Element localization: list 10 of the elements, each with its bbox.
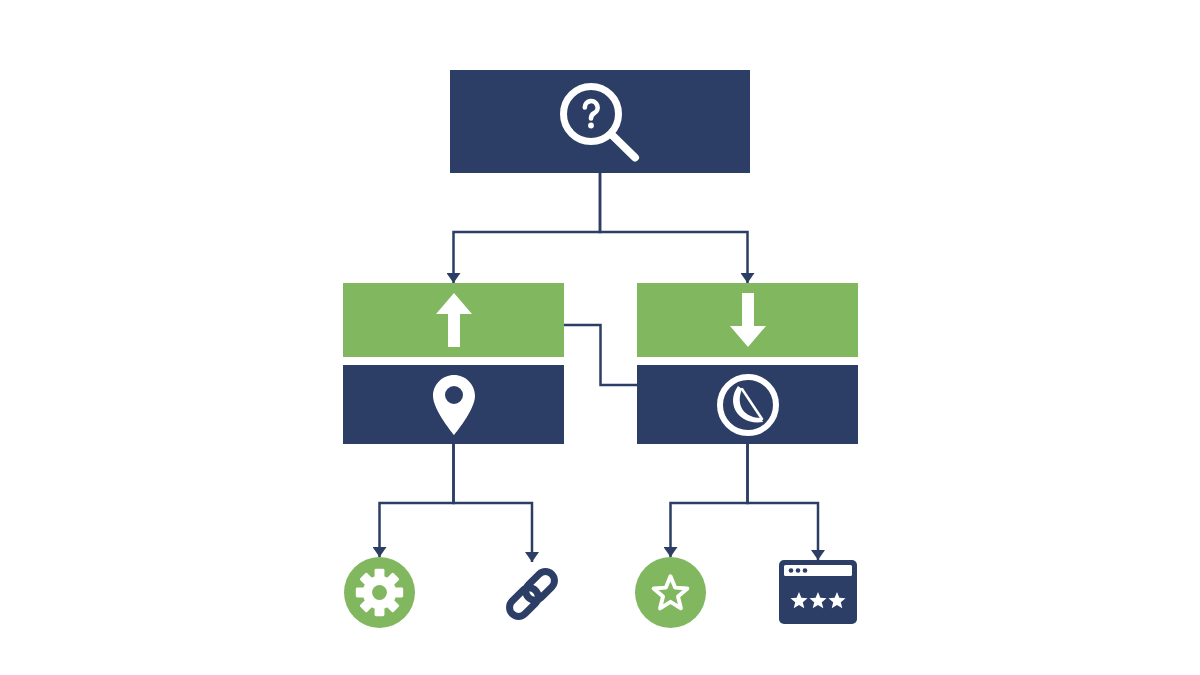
connector-arrow bbox=[746, 444, 825, 560]
browser-window-icon bbox=[779, 560, 857, 624]
process-box bbox=[343, 365, 564, 444]
process-box bbox=[637, 365, 858, 444]
process-box bbox=[637, 283, 858, 357]
connector-arrow bbox=[452, 444, 539, 562]
process-box bbox=[450, 70, 750, 173]
connector-arrow bbox=[598, 173, 755, 283]
process-box bbox=[343, 283, 564, 357]
connector-line bbox=[564, 323, 637, 387]
